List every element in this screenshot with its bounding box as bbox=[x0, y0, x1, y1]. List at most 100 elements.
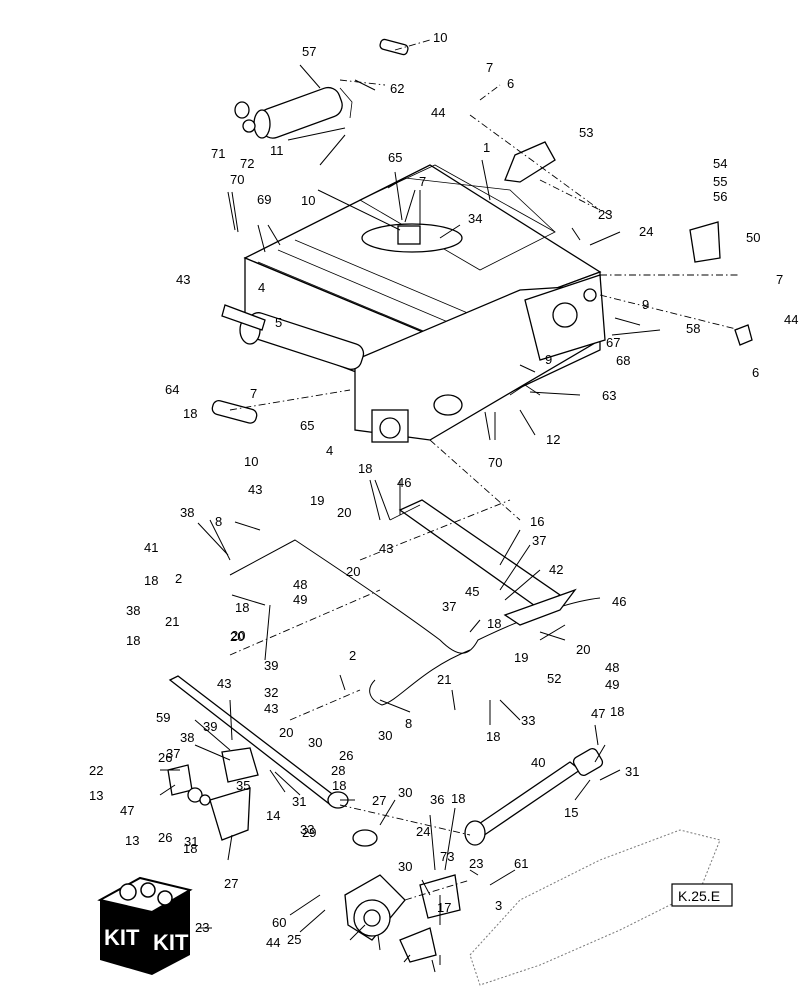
cable-32 bbox=[369, 649, 471, 706]
callout-18: 18 bbox=[486, 729, 500, 744]
callout-16: 16 bbox=[530, 514, 544, 529]
callout-30: 30 bbox=[398, 859, 412, 874]
callout-10: 10 bbox=[301, 193, 315, 208]
callout-37: 37 bbox=[442, 599, 456, 614]
callout-7: 7 bbox=[486, 60, 493, 75]
callout-43: 43 bbox=[248, 482, 262, 497]
callout-15: 15 bbox=[564, 805, 578, 820]
callout-27: 27 bbox=[224, 876, 238, 891]
callout-33: 33 bbox=[521, 713, 535, 728]
leader-lines bbox=[229, 39, 741, 901]
shield-59 bbox=[221, 747, 259, 783]
callout-48: 48 bbox=[293, 577, 307, 592]
callout-23: 23 bbox=[195, 920, 209, 935]
callout-44: 44 bbox=[266, 935, 280, 950]
callout-69: 69 bbox=[257, 192, 271, 207]
callout-41: 41 bbox=[144, 540, 158, 555]
callout-43: 43 bbox=[176, 272, 190, 287]
callout-46: 46 bbox=[397, 475, 411, 490]
callout-45: 45 bbox=[465, 584, 479, 599]
callout-18: 18 bbox=[487, 616, 501, 631]
callout-33: 33 bbox=[300, 822, 314, 837]
callout-70: 70 bbox=[230, 172, 244, 187]
callout-13: 13 bbox=[89, 788, 103, 803]
callout-24: 24 bbox=[416, 824, 430, 839]
callout-24: 24 bbox=[639, 224, 653, 239]
callout-47: 47 bbox=[591, 706, 605, 721]
bearing-14 bbox=[187, 787, 203, 803]
callout-4: 4 bbox=[326, 443, 333, 458]
callout-3: 3 bbox=[495, 898, 502, 913]
callout-35: 35 bbox=[236, 778, 250, 793]
callout-18: 18 bbox=[610, 704, 624, 719]
callout-54: 54 bbox=[713, 156, 727, 171]
callout-49: 49 bbox=[605, 677, 619, 692]
callout-34: 34 bbox=[468, 211, 482, 226]
callout-26: 26 bbox=[339, 748, 353, 763]
callout-7: 7 bbox=[250, 386, 257, 401]
callout-20: 20 bbox=[279, 725, 293, 740]
callout-2: 2 bbox=[175, 571, 182, 586]
leader-ticks bbox=[159, 64, 661, 973]
callout-18: 18 bbox=[358, 461, 372, 476]
callout-20: 20 bbox=[337, 505, 351, 520]
pin-10 bbox=[379, 38, 409, 56]
reference-box: K.25.E bbox=[671, 883, 733, 907]
callout-7: 7 bbox=[776, 272, 783, 287]
callout-6: 6 bbox=[752, 365, 759, 380]
callout-18: 18 bbox=[144, 573, 158, 588]
callout-18: 18 bbox=[183, 406, 197, 421]
callout-30: 30 bbox=[398, 785, 412, 800]
callout-8: 8 bbox=[405, 716, 412, 731]
callout-38: 38 bbox=[180, 505, 194, 520]
callout-44: 44 bbox=[784, 312, 798, 327]
callout-12: 12 bbox=[546, 432, 560, 447]
main-frame bbox=[221, 164, 606, 443]
callout-4: 4 bbox=[258, 280, 265, 295]
callout-43: 43 bbox=[379, 541, 393, 556]
callout-18: 18 bbox=[126, 633, 140, 648]
callout-65: 65 bbox=[300, 418, 314, 433]
callout-18: 18 bbox=[332, 778, 346, 793]
callout-20: 20 bbox=[576, 642, 590, 657]
callout-39: 39 bbox=[203, 719, 217, 734]
callout-60: 60 bbox=[272, 915, 286, 930]
callout-38: 38 bbox=[180, 730, 194, 745]
kit-label-left: KIT bbox=[104, 925, 140, 950]
callout-48: 48 bbox=[605, 660, 619, 675]
callout-42: 42 bbox=[549, 562, 563, 577]
callout-18: 18 bbox=[451, 791, 465, 806]
callout-37: 37 bbox=[532, 533, 546, 548]
callout-26: 26 bbox=[158, 830, 172, 845]
callout-10: 10 bbox=[244, 454, 258, 469]
callout-38: 38 bbox=[126, 603, 140, 618]
callout-70: 70 bbox=[488, 455, 502, 470]
bracket-50 bbox=[689, 221, 721, 263]
driveshaft-28 bbox=[464, 748, 604, 846]
callout-20: 20 bbox=[231, 628, 245, 643]
callout-23: 23 bbox=[598, 207, 612, 222]
callout-62: 62 bbox=[390, 81, 404, 96]
callout-14: 14 bbox=[266, 808, 280, 823]
callout-11: 11 bbox=[270, 143, 284, 158]
callout-53: 53 bbox=[579, 125, 593, 140]
callout-20: 20 bbox=[346, 564, 360, 579]
callout-10: 10 bbox=[433, 30, 447, 45]
callout-2: 2 bbox=[349, 648, 356, 663]
callout-67: 67 bbox=[606, 335, 620, 350]
callout-43: 43 bbox=[217, 676, 231, 691]
callout-36: 36 bbox=[430, 792, 444, 807]
callout-9: 9 bbox=[545, 352, 552, 367]
callout-8: 8 bbox=[215, 514, 222, 529]
part-6-right bbox=[734, 324, 753, 346]
callout-46: 46 bbox=[612, 594, 626, 609]
callout-18: 18 bbox=[235, 600, 249, 615]
callout-59: 59 bbox=[156, 710, 170, 725]
callout-52: 52 bbox=[547, 671, 561, 686]
callout-61: 61 bbox=[514, 856, 528, 871]
callout-58: 58 bbox=[686, 321, 700, 336]
callout-5: 5 bbox=[275, 315, 282, 330]
callout-44: 44 bbox=[431, 105, 445, 120]
